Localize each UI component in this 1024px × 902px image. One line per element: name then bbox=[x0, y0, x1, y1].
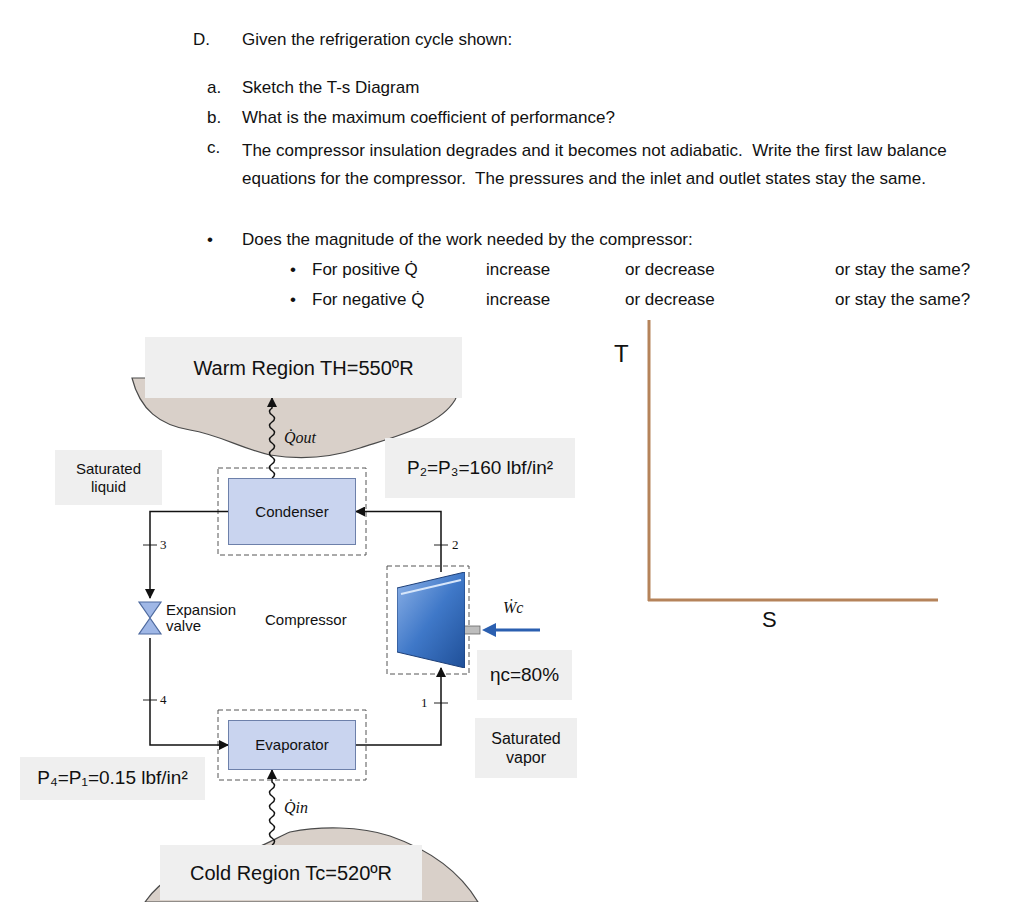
question-text: D. bbox=[193, 29, 210, 51]
node-text: P₂=P₃=160 lbf/in² bbox=[407, 457, 553, 480]
compressor-highlight bbox=[401, 580, 461, 594]
heat-label: Q̇out bbox=[284, 429, 316, 447]
label-box: Cold Region Tc=520ºR bbox=[160, 845, 422, 900]
valve-symbol bbox=[136, 598, 164, 638]
node-text: Compressor bbox=[265, 611, 347, 629]
t-axis bbox=[648, 320, 651, 601]
valve-bowtie bbox=[139, 602, 161, 634]
label-box: P₄=P₁=0.15 lbf/in² bbox=[20, 757, 205, 800]
node-text: Evaporator bbox=[255, 736, 328, 754]
question-text: The compressor insulation degrades and i… bbox=[242, 137, 1017, 193]
question-text: For negative Q̇ bbox=[312, 289, 424, 311]
work-arrow bbox=[492, 629, 540, 632]
flow-line bbox=[150, 512, 228, 599]
question-text: What is the maximum coefficient of perfo… bbox=[242, 107, 615, 129]
component-box: Condenser bbox=[228, 478, 356, 545]
callout-label: 2 bbox=[452, 536, 459, 553]
question-text: b. bbox=[207, 107, 221, 129]
compressor: Compressor bbox=[265, 572, 465, 668]
question-text: a. bbox=[207, 77, 221, 99]
label-box: Warm Region TH=550ºR bbox=[145, 337, 462, 398]
question-text: Given the refrigeration cycle shown: bbox=[242, 29, 512, 51]
question-text: • bbox=[207, 229, 213, 251]
question-text: Does the magnitude of the work needed by… bbox=[242, 229, 693, 251]
node-text: ηc=80% bbox=[490, 664, 559, 687]
component-box: Evaporator bbox=[228, 720, 356, 770]
label-box: Saturated vapor bbox=[475, 718, 577, 778]
question-text: or decrease bbox=[625, 289, 715, 311]
condenser-boundary bbox=[218, 468, 366, 555]
flow-line bbox=[270, 770, 275, 845]
compressor-boundary bbox=[387, 566, 469, 674]
callout-label: 1 bbox=[421, 694, 428, 711]
s-axis bbox=[648, 599, 938, 602]
label-box: ηc=80% bbox=[477, 650, 572, 700]
node-text: Condenser bbox=[255, 503, 328, 521]
question-text: or decrease bbox=[625, 259, 715, 281]
node-text: Warm Region TH=550ºR bbox=[193, 356, 413, 380]
label-box: P₂=P₃=160 lbf/in² bbox=[385, 438, 575, 498]
node-text: P₄=P₁=0.15 lbf/in² bbox=[37, 767, 187, 790]
heat-label: Q̇in bbox=[284, 799, 308, 817]
question-text: For positive Q̇ bbox=[312, 259, 418, 281]
question-text: or stay the same? bbox=[835, 259, 970, 281]
callout-label: 3 bbox=[160, 536, 167, 553]
expansion-valve: Expansion valve bbox=[136, 598, 248, 638]
callout-label: 4 bbox=[160, 691, 167, 708]
node-text: Saturated liquid bbox=[61, 460, 156, 496]
question-text: Sketch the T-s Diagram bbox=[242, 77, 419, 99]
question-text: increase bbox=[486, 289, 550, 311]
flow-line bbox=[270, 398, 275, 478]
label-box: Saturated liquid bbox=[55, 450, 162, 505]
compressor-body bbox=[397, 572, 465, 668]
evaporator-boundary bbox=[218, 710, 366, 780]
node-text: Saturated vapor bbox=[481, 729, 571, 767]
work-arrowhead bbox=[482, 623, 496, 637]
question-text: • bbox=[290, 289, 296, 311]
compressor-symbol bbox=[397, 572, 465, 668]
cold-region bbox=[145, 828, 478, 902]
node-text: Cold Region Tc=520ºR bbox=[190, 861, 392, 885]
flow-line bbox=[356, 512, 441, 573]
callout-label: Ẇc bbox=[503, 598, 523, 618]
flow-line bbox=[356, 668, 441, 745]
question-text: or stay the same? bbox=[835, 289, 970, 311]
question-text: S bbox=[762, 607, 777, 633]
question-text: c. bbox=[207, 137, 220, 159]
question-text: • bbox=[290, 259, 296, 281]
flow-line bbox=[150, 638, 228, 745]
question-text: T bbox=[614, 340, 629, 368]
node-text: Expansion valve bbox=[166, 602, 246, 634]
question-text: increase bbox=[486, 259, 550, 281]
